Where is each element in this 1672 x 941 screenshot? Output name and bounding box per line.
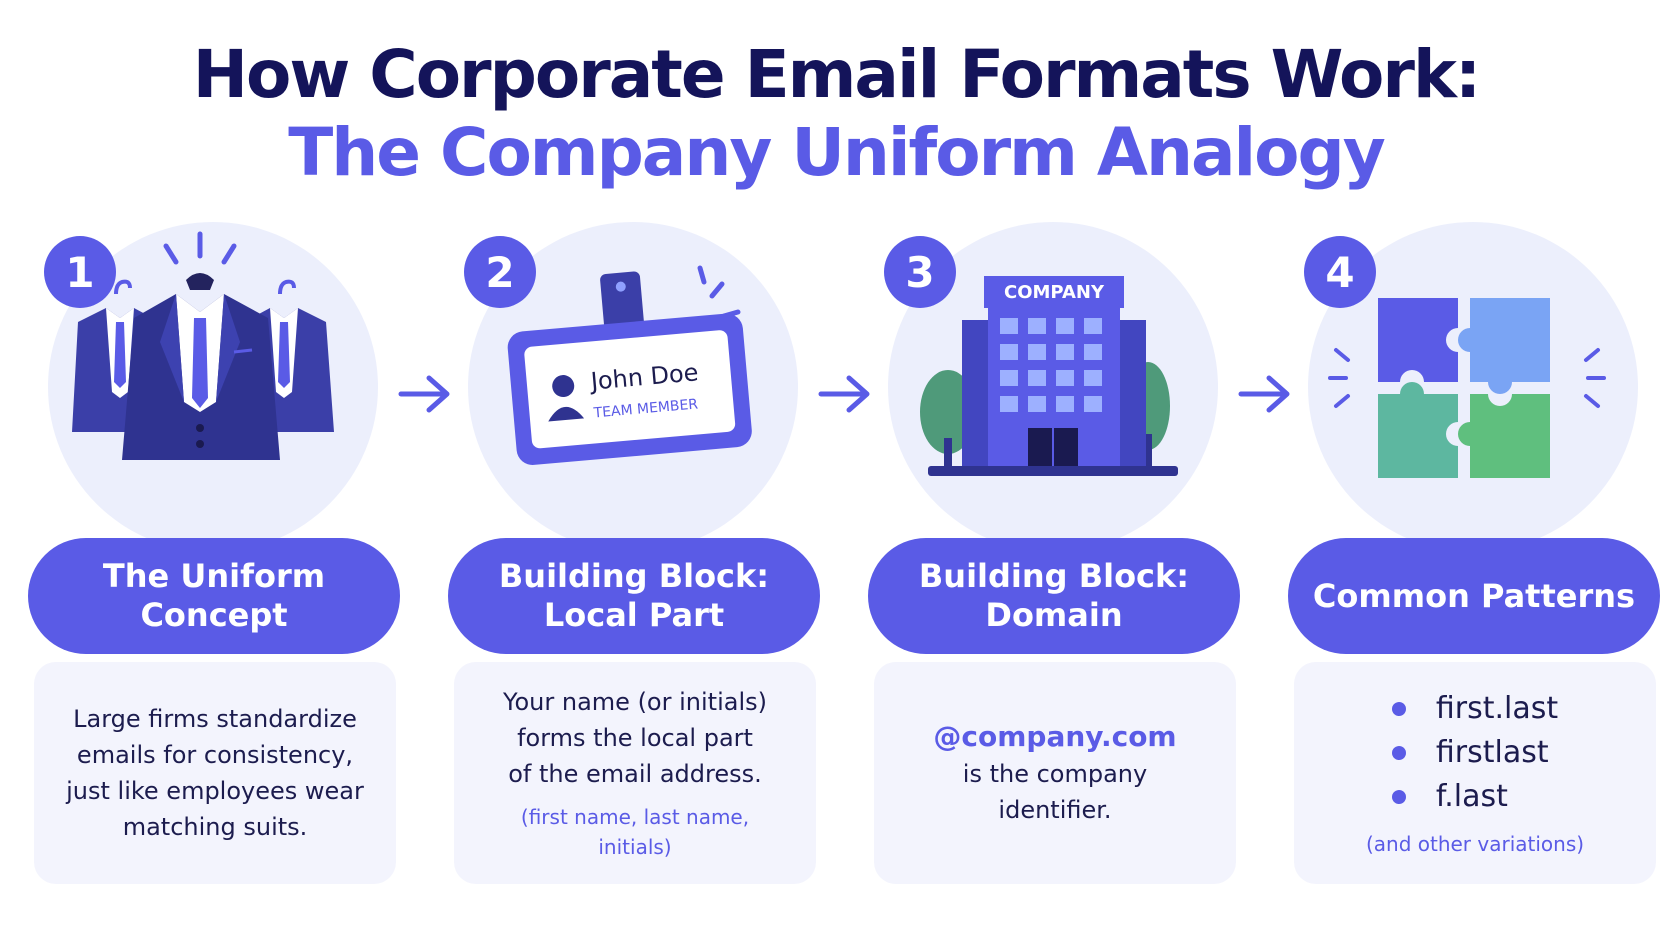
title-line-2: The Company Uniform Analogy bbox=[288, 114, 1385, 191]
card-note-line: (first name, last name, bbox=[520, 805, 750, 829]
step-local-part: John Doe TEAM MEMBER 2 Building Block: L… bbox=[448, 0, 828, 941]
card-line: matching suits. bbox=[122, 813, 308, 841]
step-description-card: Large firms standardize emails for consi… bbox=[34, 662, 396, 884]
pill-line: Building Block: bbox=[498, 557, 770, 595]
building-window bbox=[1056, 370, 1074, 386]
step-title-pill: Building Block: Domain bbox=[868, 538, 1240, 654]
pattern-list: first.last firstlast f.last bbox=[1391, 687, 1559, 819]
building-window bbox=[1028, 318, 1046, 334]
pill-line: The Uniform bbox=[102, 557, 326, 595]
card-line: identifier. bbox=[998, 796, 1112, 824]
office-building-icon: COMPANY bbox=[920, 276, 1178, 476]
list-item: f.last bbox=[1391, 775, 1558, 819]
building-window bbox=[1000, 318, 1018, 334]
step-title-pill: The Uniform Concept bbox=[28, 538, 400, 654]
building-window bbox=[1028, 344, 1046, 360]
card-line: is the company bbox=[962, 760, 1148, 788]
arrow-right-icon bbox=[398, 375, 450, 413]
pattern-text: firstlast bbox=[1435, 735, 1549, 770]
building-window bbox=[1000, 344, 1018, 360]
building-window bbox=[1056, 344, 1074, 360]
bullet-icon bbox=[1391, 702, 1406, 716]
pill-line: Building Block: bbox=[918, 557, 1190, 595]
card-note-line: initials) bbox=[598, 835, 672, 859]
pill-line: Domain bbox=[985, 596, 1123, 634]
card-line: of the email address. bbox=[508, 760, 762, 788]
pill-line: Concept bbox=[140, 596, 288, 634]
bullet-icon bbox=[1391, 746, 1406, 760]
step-common-patterns: 4 Common Patterns first.last firstlast f… bbox=[1288, 0, 1668, 941]
id-badge-icon: John Doe TEAM MEMBER bbox=[507, 265, 752, 465]
arrow-right-icon bbox=[818, 375, 870, 413]
building-window bbox=[1000, 370, 1018, 386]
building-window bbox=[1084, 344, 1102, 360]
pattern-text: first.last bbox=[1435, 691, 1559, 726]
puzzle-icon bbox=[1328, 298, 1606, 478]
step-number-badge: 1 bbox=[44, 236, 116, 308]
step-number-badge: 4 bbox=[1304, 236, 1376, 308]
card-note: (first name, last name, initials) bbox=[521, 802, 749, 862]
domain-example: @company.com bbox=[933, 720, 1177, 753]
building-sign: COMPANY bbox=[1004, 282, 1105, 303]
card-line: emails for consistency, bbox=[76, 741, 354, 769]
arrow-right-icon bbox=[1238, 375, 1290, 413]
step-title-pill: Building Block: Local Part bbox=[448, 538, 820, 654]
building-window bbox=[1056, 318, 1074, 334]
step-description-card: first.last firstlast f.last (and other v… bbox=[1294, 662, 1656, 884]
title-line-1: How Corporate Email Formats Work: bbox=[192, 36, 1481, 113]
building-window bbox=[1056, 396, 1074, 412]
building-window bbox=[1084, 318, 1102, 334]
building-window bbox=[1028, 396, 1046, 412]
step-number-badge: 3 bbox=[884, 236, 956, 308]
suits-icon bbox=[72, 231, 334, 460]
step-description-card: Your name (or initials) forms the local … bbox=[454, 662, 816, 884]
building-window bbox=[1084, 396, 1102, 412]
list-item: firstlast bbox=[1391, 731, 1558, 775]
building-window bbox=[1084, 370, 1102, 386]
step-uniform-concept: 1 The Uniform Concept Large firms standa… bbox=[28, 0, 408, 941]
step-domain: COMPANY 3 Building Block: Domain @compan… bbox=[868, 0, 1248, 941]
list-item: first.last bbox=[1391, 687, 1559, 731]
card-line: Large firms standardize bbox=[73, 705, 357, 733]
card-line: just like employees wear bbox=[66, 777, 364, 805]
pill-line: Common Patterns bbox=[1312, 576, 1636, 615]
bullet-icon bbox=[1391, 790, 1406, 804]
building-window bbox=[1000, 396, 1018, 412]
building-window bbox=[1028, 370, 1046, 386]
step-number-badge: 2 bbox=[464, 236, 536, 308]
step-title-pill: Common Patterns bbox=[1288, 538, 1660, 654]
pattern-text: f.last bbox=[1435, 779, 1508, 814]
pill-line: Local Part bbox=[543, 596, 725, 634]
card-line: forms the local part bbox=[517, 724, 753, 752]
step-description-card: @company.com is the company identifier. bbox=[874, 662, 1236, 884]
card-line: Your name (or initials) bbox=[503, 688, 767, 716]
card-note: (and other variations) bbox=[1365, 832, 1585, 856]
